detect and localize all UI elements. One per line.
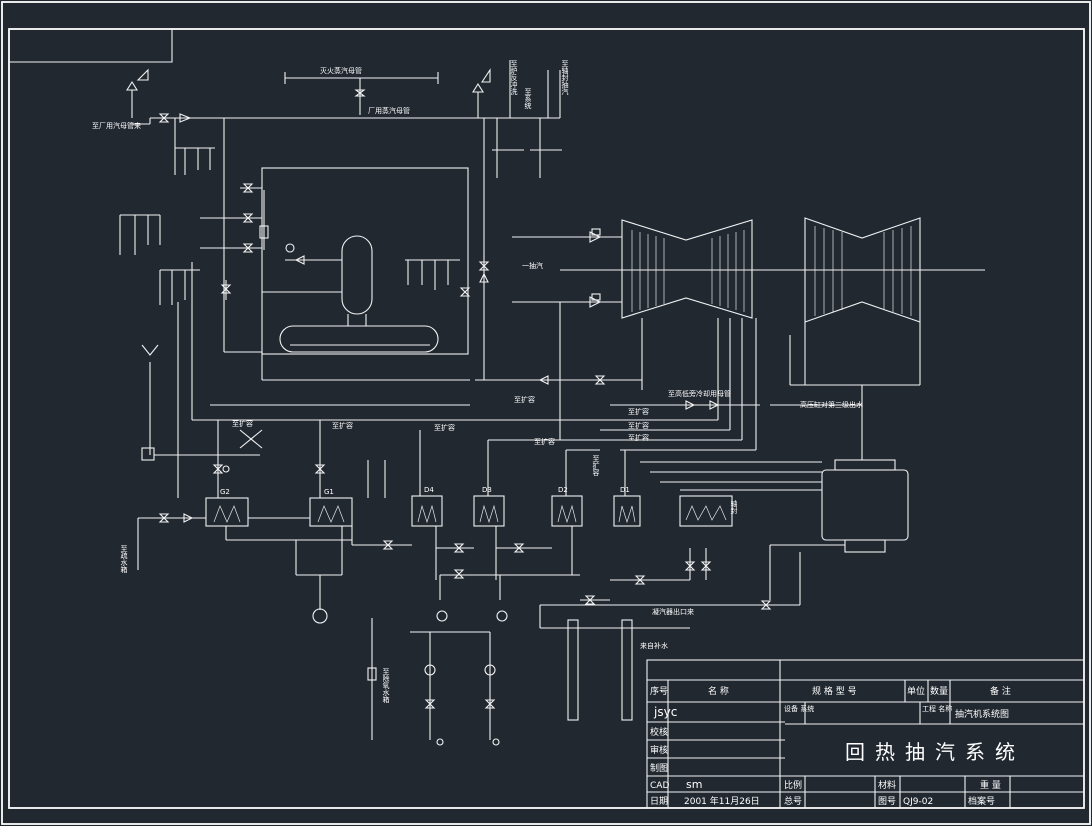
label-plant-steam-header: 厂用蒸汽母管 <box>368 106 410 115</box>
heater-d3 <box>473 440 505 527</box>
label-to-exp-8: 至扩容 <box>628 433 649 442</box>
label-to-hp-cyl: 高压缸对第三级出水 <box>800 400 863 409</box>
tb-col-spec: 规 格 型 号 <box>812 685 857 697</box>
label-to-deaerator: 至除氧水箱 <box>382 668 390 704</box>
heater-d1 <box>613 495 641 527</box>
tb-designer-value: jsyc <box>653 705 677 719</box>
label-to-exp-1: 至扩容 <box>232 419 253 428</box>
label-to-drain: 至疏水箱 <box>120 545 128 574</box>
tb-row-check: 校核 <box>650 726 668 738</box>
label-heater-d4: D4 <box>424 486 434 494</box>
tb-row-cad: CAD <box>650 781 669 791</box>
tb-archive: 档案号 <box>968 795 995 807</box>
tb-project-label: 设备 系统 <box>784 704 814 713</box>
corner-box <box>9 29 173 63</box>
label-to-exp-4: 至扩容 <box>534 437 555 446</box>
tb-cad-value: sm <box>686 778 702 791</box>
tb-col-unit: 单位 <box>907 685 925 697</box>
tb-title: 回热抽汽系统 <box>845 740 1025 764</box>
top-steam-headers <box>126 60 562 178</box>
extraction-lines <box>420 318 921 496</box>
tb-drawing-no: QJ9-02 <box>903 797 933 807</box>
drain-tanks <box>567 548 712 721</box>
tb-sheet: 总号 <box>784 795 802 807</box>
hp-turbine <box>621 219 753 319</box>
label-main-steam: 一抽汽 <box>522 261 543 270</box>
tb-material: 材料 <box>878 779 896 791</box>
tb-drawing-name: 抽汽机系统图 <box>955 708 1009 720</box>
label-heater-d2: D2 <box>558 486 568 494</box>
tb-col-note: 备 注 <box>990 685 1011 697</box>
label-from-makeup: 来自补水 <box>640 641 668 650</box>
turbine-inlets <box>512 228 622 440</box>
label-heater-d3: D3 <box>482 486 492 494</box>
label-fire-steam-header: 灭火蒸汽母管 <box>320 66 362 75</box>
left-pipework <box>141 262 480 498</box>
label-to-exp-7: 至扩容 <box>628 421 649 430</box>
left-drain-groups <box>119 118 460 305</box>
label-to-exp-2: 至扩容 <box>332 421 353 430</box>
label-heater-d1: D1 <box>620 486 630 494</box>
deaerator <box>200 118 490 381</box>
tb-col-name: 名 称 <box>708 685 729 697</box>
label-to-system: 至系统 <box>524 88 532 110</box>
label-shaft: 轴封 <box>730 499 738 514</box>
label-to-exp-5: 至扩容 <box>514 395 535 404</box>
label-to-exp-6: 至扩容 <box>628 407 649 416</box>
heater-g1 <box>309 420 386 527</box>
heater-d2 <box>551 450 583 527</box>
tb-col-qty: 数量 <box>930 685 948 697</box>
tb-weight: 重 量 <box>980 779 1001 791</box>
diagram-labels: 灭火蒸汽母管 厂用蒸汽母管 至厂用汽母管来 至炉反冲洗 至系统 至轴封抽汽 一抽… <box>92 60 863 704</box>
feedwater-lines <box>137 513 580 624</box>
pump-system <box>367 618 500 746</box>
label-to-exp-9: 至扩容 <box>592 455 600 477</box>
tb-project-label2: 工程 名称 <box>922 704 952 713</box>
tb-row-review: 审核 <box>650 744 668 756</box>
condenser <box>539 459 909 629</box>
label-to-boiler: 至炉反冲洗 <box>510 60 518 96</box>
label-heater-g1: G1 <box>324 488 334 496</box>
tb-scale: 比例 <box>784 779 802 791</box>
tb-drawing-no-label: 图号 <box>878 796 896 807</box>
heater-g2 <box>205 420 249 527</box>
label-to-seal: 至轴封抽汽 <box>561 60 569 95</box>
tb-row-draw: 制图 <box>650 762 668 774</box>
label-to-exp-3: 至扩容 <box>434 423 455 432</box>
label-condenser-outlet: 凝汽器出口来 <box>652 607 694 616</box>
tb-row-date: 日期 <box>650 796 668 807</box>
label-to-hp-header: 至高低旁冷却用母管 <box>668 389 731 398</box>
heater-d4 <box>411 430 443 527</box>
label-heater-g2: G2 <box>220 488 230 496</box>
title-block-grid <box>646 659 1085 809</box>
title-block-text: 序号 名 称 规 格 型 号 单位 数量 备 注 jsyc 设备 系统 工程 名… <box>650 685 1025 807</box>
label-from-plant-header: 至厂用汽母管来 <box>92 121 141 130</box>
tb-date-value: 2001 年11月26日 <box>684 795 760 807</box>
tb-col-seq: 序号 <box>650 685 668 697</box>
inner-frame <box>8 28 1085 809</box>
shaft-cooler <box>679 495 733 527</box>
